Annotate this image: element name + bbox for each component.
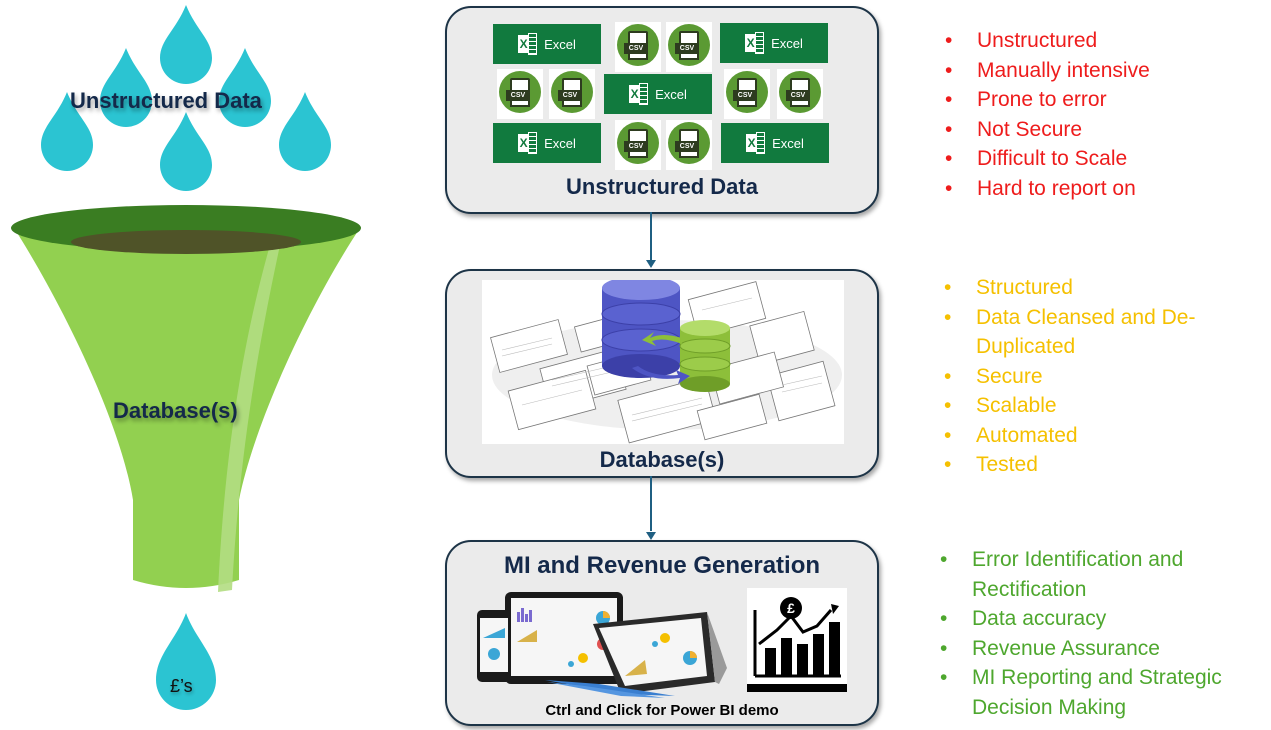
water-drop-icon <box>279 92 331 171</box>
funnel-inner <box>71 230 301 254</box>
unstructured-issues-list: Unstructured Manually intensive Prone to… <box>945 26 1265 203</box>
funnel-middle-label: Database(s) <box>113 398 238 423</box>
flow-arrow-head-icon <box>646 532 656 540</box>
excel-file-tile: X Excel <box>721 123 829 163</box>
funnel-body <box>14 228 360 588</box>
bullet-item: Structured <box>944 273 1234 303</box>
excel-icon: X <box>629 83 649 105</box>
csv-file-icon: CSV <box>666 22 712 72</box>
devices-graphic <box>477 592 727 698</box>
bullet-item: Prone to error <box>945 85 1265 115</box>
bullet-item: Revenue Assurance <box>940 634 1260 664</box>
stage-unstructured-title: Unstructured Data <box>566 174 758 199</box>
bullet-item: Unstructured <box>945 26 1265 56</box>
csv-file-icon: CSV <box>666 120 712 170</box>
csv-file-icon: CSV <box>615 22 661 72</box>
bullet-item: Data accuracy <box>940 604 1260 634</box>
excel-icon: X <box>518 132 538 154</box>
csv-file-icon: CSV <box>497 69 543 119</box>
funnel-highlight <box>218 245 280 592</box>
database-benefits-list: Structured Data Cleansed and De-Duplicat… <box>944 273 1234 480</box>
svg-text:£: £ <box>787 600 795 616</box>
stage-database-panel: Database(s) <box>445 269 879 478</box>
database-schema-graphic <box>490 276 842 444</box>
power-bi-demo-link[interactable]: Ctrl and Click for Power BI demo <box>545 702 779 719</box>
money-drop-icon <box>156 613 216 710</box>
stage-mi-panel: MI and Revenue Generation <box>445 540 879 726</box>
excel-file-tile: X Excel <box>493 123 601 163</box>
excel-file-tile: X Excel <box>720 23 828 63</box>
water-drop-icon <box>219 48 271 127</box>
bullet-item: Tested <box>944 450 1234 480</box>
water-drop-icon <box>100 48 152 127</box>
revenue-growth-icon: £ <box>747 597 847 692</box>
sync-arrow-icon <box>642 332 682 346</box>
stage-database-title: Database(s) <box>599 447 725 472</box>
bullet-item: Error Identification and Rectification <box>940 545 1260 604</box>
water-drop-icon <box>160 5 212 84</box>
excel-icon: X <box>746 132 766 154</box>
stage-mi-title: MI and Revenue Generation <box>503 552 821 579</box>
csv-file-icon: CSV <box>549 69 595 119</box>
bullet-item: Not Secure <box>945 115 1265 145</box>
revenue-growth-chart-image: £ <box>747 588 847 692</box>
funnel-bottom-label: £’s <box>170 676 193 696</box>
bullet-item: Data Cleansed and De-Duplicated <box>944 303 1234 362</box>
bullet-item: MI Reporting and Strategic Decision Maki… <box>940 663 1260 722</box>
funnel-top-label: Unstructured Data <box>70 88 262 113</box>
csv-file-icon: CSV <box>724 69 770 119</box>
water-drop-icon <box>41 92 93 171</box>
database-blue-icon <box>601 276 681 378</box>
flow-arrow-line <box>650 476 652 531</box>
bullet-item: Hard to report on <box>945 174 1265 204</box>
excel-file-tile: X Excel <box>604 74 712 114</box>
mi-outcomes-list: Error Identification and Rectification D… <box>940 545 1260 722</box>
csv-file-icon: CSV <box>777 69 823 119</box>
database-schema-image <box>482 276 844 444</box>
flow-arrow-line <box>650 212 652 262</box>
bullet-item: Secure <box>944 362 1234 392</box>
stage-unstructured-panel: X Excel CSV CSV X Excel CSV CSV X Excel … <box>445 6 879 214</box>
funnel-graphic <box>11 5 361 710</box>
flow-arrow-head-icon <box>646 260 656 268</box>
bullet-item: Difficult to Scale <box>945 144 1265 174</box>
database-green-icon <box>679 320 731 392</box>
excel-file-tile: X Excel <box>493 24 601 64</box>
bullet-item: Scalable <box>944 391 1234 421</box>
excel-icon: X <box>518 33 538 55</box>
water-drop-icon <box>160 112 212 191</box>
power-bi-devices-image[interactable] <box>475 588 735 698</box>
excel-icon: X <box>745 32 765 54</box>
bullet-item: Automated <box>944 421 1234 451</box>
sync-arrow-icon <box>632 366 690 384</box>
bullet-item: Manually intensive <box>945 56 1265 86</box>
csv-file-icon: CSV <box>615 120 661 170</box>
